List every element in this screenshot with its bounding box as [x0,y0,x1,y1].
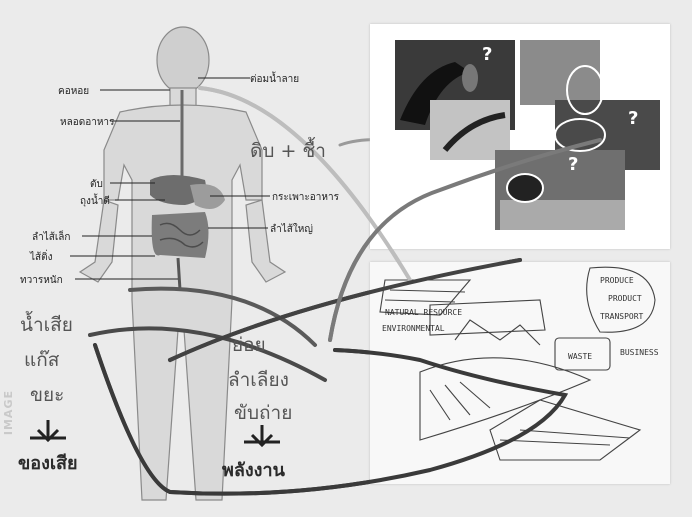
sketch-label-produce: PRODUCE [600,276,634,285]
handwritten-left-result: ของเสีย [18,448,78,477]
connector-strokes-overlay [95,88,600,494]
sketch-label-environmental: ENVIRONMENTAL [382,324,445,333]
fuel-photo-collage-overlay [395,40,660,230]
question-mark-4: ? [568,154,578,175]
sketch-label-product: PRODUCT [608,294,642,303]
question-mark-2: ? [606,56,616,77]
handwritten-center-line-3: ขับถ่าย [234,398,292,428]
sketch-label-waste: WASTE [568,352,592,361]
handwritten-center-line-2: ลำเลียง [228,365,289,395]
question-mark-3: ? [628,108,638,129]
sketch-label-natural-resource: NATURAL RESOURCE [385,308,462,317]
handwritten-center-line-1: ย่อย [232,330,266,360]
handwritten-left-line-1: น้ำเสีย [20,310,73,340]
handwritten-left-line-3: ขยะ [30,380,64,410]
sketch-label-business: BUSINESS [620,348,659,357]
handwritten-top-note: ดิบ + ชื้า [250,136,326,166]
question-mark-1: ? [482,44,492,65]
handwritten-center-result: พลังงาน [222,455,285,484]
handwritten-left-line-2: แก๊ส [24,345,59,375]
sketch-label-transport: TRANSPORT [600,312,643,321]
